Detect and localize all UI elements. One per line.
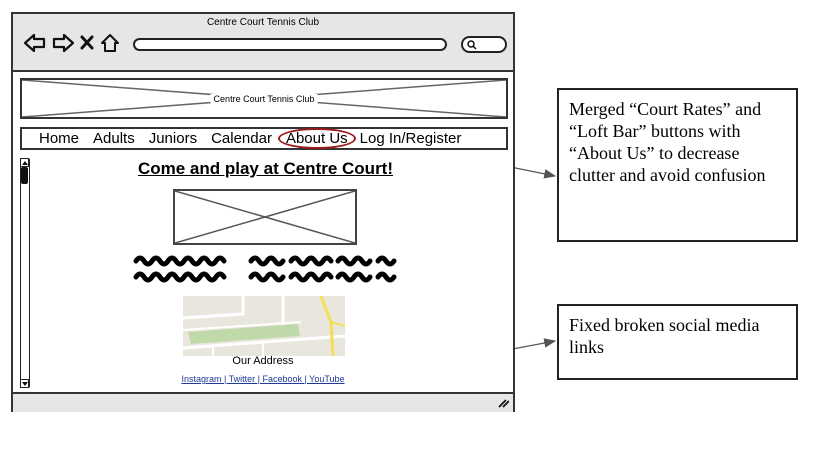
nav-juniors[interactable]: Juniors [148,130,198,147]
banner-title: Centre Court Tennis Club [210,93,318,104]
triangle-up-icon [22,161,28,165]
nav-about-us[interactable]: About Us [277,128,356,149]
social-media-links[interactable]: Instagram | Twitter | Facebook | YouTube [181,374,345,384]
window-title: Centre Court Tennis Club [206,17,320,28]
close-x-icon[interactable] [79,32,95,54]
browser-titlebar: Centre Court Tennis Club [13,14,513,72]
home-icon[interactable] [99,32,121,54]
forward-arrow-icon[interactable] [51,32,75,54]
nav-home[interactable]: Home [39,130,80,147]
location-map[interactable] [183,296,345,356]
browser-statusbar [13,392,513,412]
vertical-scrollbar[interactable] [20,158,30,388]
page-heading: Come and play at Centre Court! [137,159,394,178]
browser-nav-buttons [23,32,121,54]
address-bar[interactable] [133,38,447,51]
scroll-thumb[interactable] [21,167,28,184]
nav-login-register[interactable]: Log In/Register [359,130,462,147]
hero-image-placeholder [173,189,357,245]
back-arrow-icon[interactable] [23,32,47,54]
map-icon [183,296,345,356]
scroll-down-button[interactable] [20,379,29,388]
placeholder-text-scribble [133,255,397,283]
annotation-note-social-links: Fixed broken social media links [557,304,798,380]
browser-window: Centre Court Tennis Club Centre Court Te… [11,12,515,412]
site-banner: Centre Court Tennis Club [20,78,508,119]
triangle-down-icon [22,382,28,386]
nav-calendar[interactable]: Calendar [211,130,272,147]
image-placeholder-icon [175,191,355,243]
search-icon [467,40,477,50]
nav-adults[interactable]: Adults [93,130,135,147]
address-label: Our Address [232,355,294,367]
browser-search-box[interactable] [461,36,507,53]
annotation-note-nav-merge: Merged “Court Rates” and “Loft Bar” butt… [557,88,798,242]
resize-grip-icon[interactable] [497,398,509,408]
site-navbar: Home Adults Juniors Calendar About Us Lo… [20,127,508,150]
scroll-up-button[interactable] [20,158,29,167]
